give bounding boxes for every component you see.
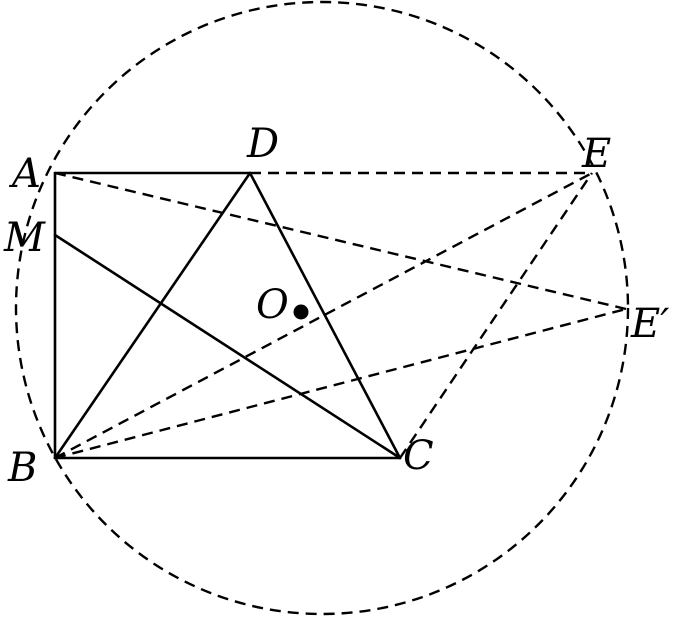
segment-bd: [53, 171, 252, 460]
label-c: C: [403, 433, 434, 479]
label-e-prime: E′: [630, 301, 669, 347]
label-e: E: [581, 131, 611, 177]
point-o: [293, 304, 309, 320]
segment-dc: [248, 171, 402, 460]
segment-be-prime: [54, 307, 627, 460]
label-o: O: [256, 282, 289, 328]
label-m: M: [3, 215, 46, 261]
segment-ce: [399, 172, 593, 459]
segment-ae-prime: [54, 171, 627, 311]
segment-mc: [53, 233, 402, 460]
label-a: A: [8, 151, 41, 197]
segment-be: [54, 171, 593, 460]
label-b: B: [7, 445, 37, 491]
label-d: D: [246, 121, 279, 167]
circle-o: [14, 0, 630, 616]
